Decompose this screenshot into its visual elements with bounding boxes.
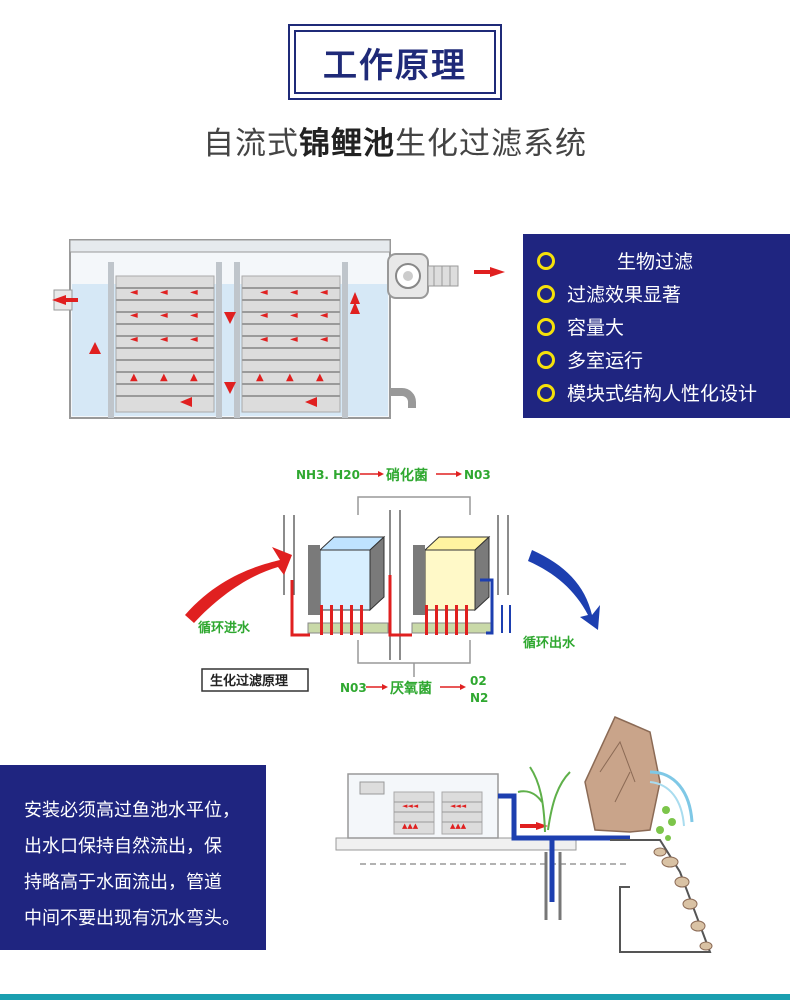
label-no3-top: N03	[464, 468, 491, 482]
svg-text:◄: ◄	[290, 310, 298, 321]
bullet-circle-icon	[537, 284, 555, 303]
bullet-circle-icon	[537, 383, 555, 402]
filter-tank-diagram: ◄ ◄ ◄ ◄ ◄ ◄ ◄ ◄ ◄ ◄ ◄ ◄ ◄ ◄ ◄ ◄ ◄ ◄ ▲ ▲ ▲ ▲ ▲ ▲	[52, 239, 505, 419]
feature-item: 过滤效果显著	[537, 277, 790, 310]
svg-text:◄: ◄	[320, 310, 328, 321]
rock-icon	[584, 716, 661, 833]
svg-text:▲: ▲	[286, 372, 294, 383]
svg-text:▲: ▲	[316, 372, 324, 383]
svg-text:◄◄◄: ◄◄◄	[402, 802, 419, 810]
label-inlet: 循环进水	[198, 620, 251, 636]
caption-text: 生化过滤原理	[210, 673, 288, 689]
filter-cube-yellow	[413, 535, 491, 615]
svg-text:▲: ▲	[130, 372, 138, 383]
subtitle-part1: 自流式	[203, 126, 299, 162]
bottom-divider	[0, 994, 790, 1000]
label-no3-bottom: N03	[340, 681, 367, 695]
svg-text:◄: ◄	[190, 334, 198, 345]
label-o2: 02	[470, 674, 487, 688]
biochem-principle-diagram: NH3. H20 硝化菌 N03 循环进水 循环	[185, 467, 600, 705]
svg-text:◄: ◄	[260, 334, 268, 345]
svg-text:◄: ◄	[160, 310, 168, 321]
caption-box	[201, 668, 309, 692]
note-line: 出水口保持自然流出，保	[24, 836, 222, 857]
title-frame-inner: 工作原理	[294, 30, 496, 94]
note-line: 持略高于水面流出，管道	[24, 872, 222, 893]
features-panel: 生物过滤 过滤效果显著 容量大 多室运行 模块式结构人性化设计	[523, 234, 790, 418]
title-frame: 工作原理	[288, 24, 502, 100]
label-outlet: 循环出水	[523, 635, 576, 651]
svg-text:◄: ◄	[320, 287, 328, 298]
svg-text:◄: ◄	[160, 287, 168, 298]
svg-text:◄: ◄	[160, 334, 168, 345]
feature-item: 多室运行	[537, 343, 790, 376]
feature-item: 模块式结构人性化设计	[537, 376, 790, 409]
svg-text:◄: ◄	[130, 334, 138, 345]
svg-text:◄: ◄	[260, 287, 268, 298]
page-title: 工作原理	[323, 45, 467, 86]
svg-text:◄: ◄	[190, 310, 198, 321]
inlet-arrow-icon	[185, 547, 292, 623]
waterfall-icon	[649, 770, 694, 823]
flow-arrows	[52, 267, 505, 407]
pump-icon	[387, 253, 459, 299]
label-nh3: NH3. H20	[296, 468, 360, 482]
plant-icon	[517, 766, 571, 833]
feature-item: 生物过滤	[537, 244, 790, 277]
svg-text:▲: ▲	[160, 372, 168, 383]
svg-text:◄: ◄	[190, 287, 198, 298]
bullet-circle-icon	[537, 251, 555, 270]
svg-text:◄: ◄	[260, 310, 268, 321]
bullet-circle-icon	[537, 350, 555, 369]
svg-text:◄: ◄	[290, 334, 298, 345]
svg-text:▲▲▲: ▲▲▲	[402, 822, 419, 830]
filter-module-right	[241, 275, 341, 413]
subtitle-part2: 锦鲤池	[299, 126, 395, 162]
svg-text:▲: ▲	[256, 372, 264, 383]
installation-note: 安装必须高过鱼池水平位， 出水口保持自然流出，保 持略高于水面流出，管道 中间不…	[0, 765, 266, 950]
bullet-circle-icon	[537, 317, 555, 336]
feature-item: 容量大	[537, 310, 790, 343]
svg-text:◄: ◄	[130, 287, 138, 298]
svg-text:▲: ▲	[190, 372, 198, 383]
svg-text:◄: ◄	[320, 334, 328, 345]
svg-text:◄: ◄	[290, 287, 298, 298]
note-line: 安装必须高过鱼池水平位，	[24, 800, 240, 821]
filter-module-left	[115, 275, 215, 413]
outlet-arrow-icon	[528, 550, 600, 630]
svg-text:◄: ◄	[130, 310, 138, 321]
label-nitrifying-bacteria: 硝化菌	[386, 467, 428, 484]
subtitle-part3: 生化过滤系统	[395, 126, 587, 162]
subtitle: 自流式锦鲤池生化过滤系统	[0, 118, 790, 163]
label-anaerobic-bacteria: 厌氧菌	[390, 680, 432, 697]
label-n2: N2	[470, 691, 488, 705]
svg-text:◄◄◄: ◄◄◄	[450, 802, 467, 810]
filter-cube-blue	[308, 535, 386, 615]
note-line: 中间不要出现有沉水弯头。	[24, 908, 240, 929]
svg-text:▲▲▲: ▲▲▲	[450, 822, 467, 830]
installation-diagram: ◄◄◄ ◄◄◄ ▲▲▲ ▲▲▲	[335, 716, 713, 953]
